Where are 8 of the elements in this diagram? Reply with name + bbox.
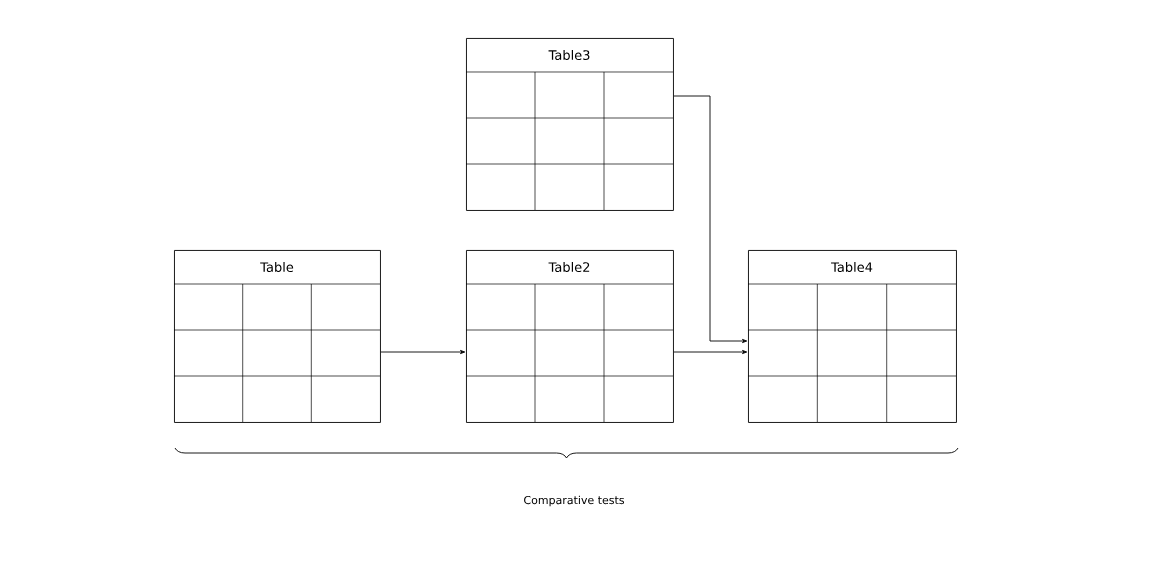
table-box: Table4	[747, 250, 957, 423]
table-box: Table2	[465, 250, 674, 423]
arrow	[673, 95, 748, 344]
arrow	[380, 349, 466, 355]
brace-label: Comparative tests	[524, 495, 624, 507]
table-box: Table	[173, 250, 381, 423]
arrow	[673, 349, 748, 355]
table-box: Table3	[465, 38, 674, 211]
